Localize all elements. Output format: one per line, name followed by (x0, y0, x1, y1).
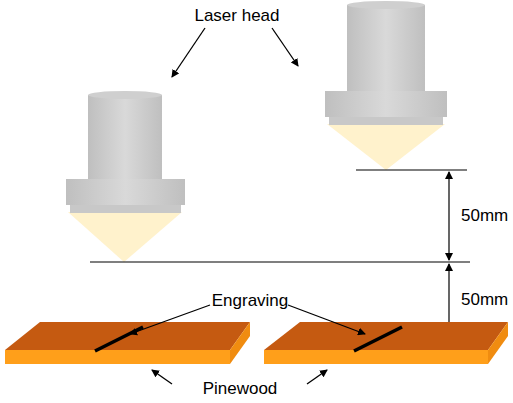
laser-nozzle (70, 205, 181, 213)
callout-label: Laser head (194, 7, 279, 26)
dimension-label: 50mm (461, 291, 508, 310)
laser-nozzle (329, 117, 443, 125)
laser-body (347, 5, 425, 91)
leader-arrow (130, 28, 365, 384)
pinewood-board-right (264, 322, 508, 364)
laser-top (347, 1, 425, 9)
laser-top (88, 91, 162, 99)
laser-head-left (66, 91, 185, 262)
engraving-line (95, 327, 143, 351)
reference-line (90, 261, 470, 262)
reference-line (356, 169, 467, 170)
dimension-label: 50mm (461, 207, 508, 226)
laser-flange (66, 179, 185, 205)
pinewood-board-left (5, 322, 250, 364)
engraving-line (354, 327, 402, 351)
laser-beam (68, 212, 182, 262)
callout-label: Pinewood (203, 380, 278, 399)
laser-flange (325, 91, 447, 117)
laser-beam (327, 124, 445, 170)
laser-body (88, 95, 162, 179)
laser-head-right (325, 1, 447, 170)
dimension-arrow (449, 172, 450, 334)
callout-label: Engraving (212, 292, 289, 311)
